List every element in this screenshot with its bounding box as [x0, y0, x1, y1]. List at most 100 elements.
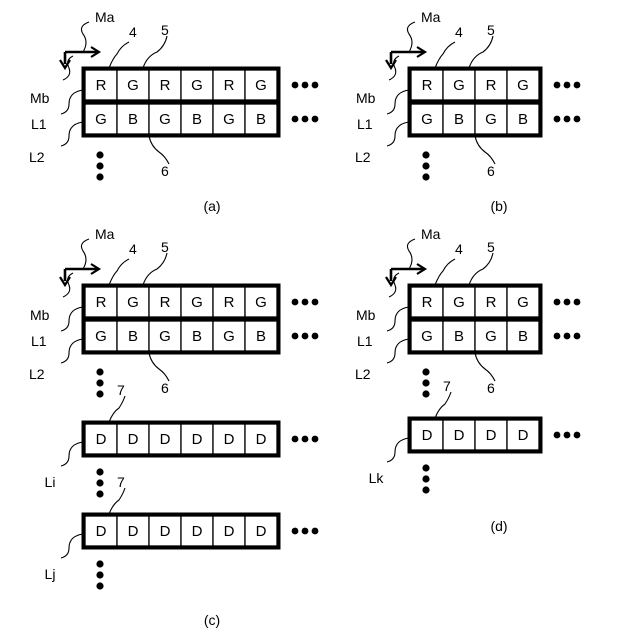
ma-leader — [81, 22, 89, 52]
pixel-cell-label: R — [486, 77, 497, 94]
vertical-continuation-dots — [422, 151, 429, 158]
continuation-dots — [554, 116, 561, 123]
ref-6-label: 6 — [161, 380, 169, 396]
continuation-dots — [564, 82, 571, 89]
pixel-cell-label: G — [223, 328, 235, 345]
ma-label: Ma — [95, 9, 115, 25]
vertical-continuation-dots — [96, 368, 103, 375]
continuation-dots — [292, 528, 299, 535]
ref-5-leader — [469, 36, 493, 68]
vertical-continuation-dots — [422, 464, 429, 471]
ma-label: Ma — [421, 9, 441, 25]
continuation-dots — [554, 333, 561, 340]
pixel-cell-label: D — [128, 523, 139, 540]
pixel-cell-label: D — [96, 431, 107, 448]
pixel-cell-label: G — [95, 111, 107, 128]
pixel-cell-label: G — [223, 111, 235, 128]
vertical-continuation-dots — [422, 475, 429, 482]
panel-caption: (a) — [203, 198, 220, 214]
vertical-continuation-dots — [422, 379, 429, 386]
pixel-cell-label: R — [224, 294, 235, 311]
ref-5-leader — [143, 253, 167, 285]
pixel-cell-label: R — [160, 77, 171, 94]
panel-caption: (d) — [490, 518, 507, 534]
ref-7-leader — [109, 396, 125, 422]
pixel-cell-label: D — [96, 523, 107, 540]
line-leader — [61, 534, 83, 558]
pixel-cell-label: D — [256, 523, 267, 540]
pixel-cell-label: R — [486, 294, 497, 311]
continuation-dots — [574, 299, 581, 306]
ma-leader — [407, 239, 415, 269]
ref-5-leader — [143, 36, 167, 68]
ref-6-label: 6 — [487, 380, 495, 396]
pixel-cell-label: B — [128, 111, 138, 128]
continuation-dots — [312, 436, 319, 443]
ref-7-label: 7 — [117, 474, 125, 490]
continuation-dots — [302, 436, 309, 443]
pixel-cell-label: R — [422, 77, 433, 94]
l1-leader — [61, 307, 83, 331]
pixel-cell-label: R — [96, 294, 107, 311]
panel-caption: (b) — [490, 198, 507, 214]
pixel-cell-label: G — [127, 77, 139, 94]
pixel-cell-label: R — [96, 77, 107, 94]
pixel-cell-label: R — [224, 77, 235, 94]
ref-4-label: 4 — [455, 241, 463, 257]
continuation-dots — [292, 333, 299, 340]
pixel-cell-label: D — [192, 431, 203, 448]
ref-7-leader — [109, 488, 125, 514]
pixel-cell-label: G — [255, 294, 267, 311]
pixel-cell-label: G — [191, 294, 203, 311]
pixel-cell-label: D — [192, 523, 203, 540]
ma-label: Ma — [95, 226, 115, 242]
l2-label: L2 — [355, 366, 371, 382]
pixel-cell-label: R — [160, 294, 171, 311]
vertical-continuation-dots — [96, 162, 103, 169]
pixel-cell-label: G — [453, 294, 465, 311]
ref-6-label: 6 — [487, 163, 495, 179]
line-label: Lj — [45, 566, 56, 582]
vertical-continuation-dots — [96, 173, 103, 180]
vertical-continuation-dots — [96, 571, 103, 578]
continuation-dots — [574, 116, 581, 123]
pixel-cell-label: B — [518, 328, 528, 345]
pixel-cell-label: D — [454, 427, 465, 444]
ref-5-label: 5 — [487, 22, 495, 38]
pixel-cell-label: G — [485, 111, 497, 128]
vertical-continuation-dots — [96, 468, 103, 475]
l2-leader — [387, 339, 409, 363]
vertical-continuation-dots — [422, 162, 429, 169]
pixel-cell-label: G — [191, 77, 203, 94]
pixel-cell-label: D — [224, 523, 235, 540]
pixel-cell-label: G — [159, 328, 171, 345]
panel-caption: (c) — [204, 612, 220, 628]
vertical-continuation-dots — [96, 379, 103, 386]
pixel-cell-label: G — [95, 328, 107, 345]
continuation-dots — [292, 82, 299, 89]
ref-5-label: 5 — [161, 239, 169, 255]
ref-4-leader — [109, 42, 129, 68]
ma-leader — [81, 239, 89, 269]
pixel-cell-label: G — [485, 328, 497, 345]
ref-7-leader — [435, 392, 451, 418]
continuation-dots — [302, 82, 309, 89]
l2-label: L2 — [29, 366, 45, 382]
mb-label: Mb — [356, 307, 376, 323]
mb-label: Mb — [356, 90, 376, 106]
ref-4-leader — [109, 259, 129, 285]
pixel-cell-label: G — [255, 77, 267, 94]
continuation-dots — [312, 82, 319, 89]
continuation-dots — [554, 82, 561, 89]
pixel-cell-label: G — [127, 294, 139, 311]
vertical-continuation-dots — [422, 368, 429, 375]
l1-leader — [61, 90, 83, 114]
line-leader — [387, 438, 409, 462]
pixel-cell-label: B — [256, 328, 266, 345]
pixel-cell-label: B — [454, 328, 464, 345]
ma-label: Ma — [421, 226, 441, 242]
l1-label: L1 — [31, 116, 47, 132]
ref-4-leader — [435, 42, 455, 68]
pixel-cell-label: B — [192, 328, 202, 345]
